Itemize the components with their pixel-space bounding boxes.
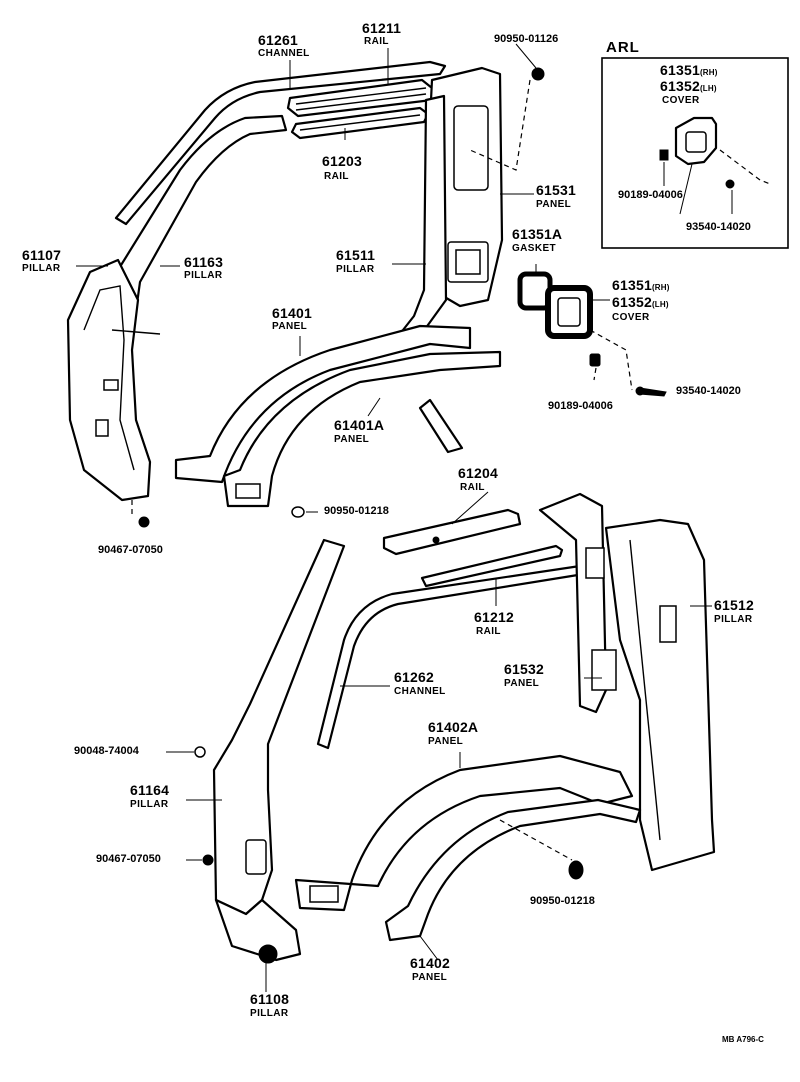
label-61212-number: 61212 bbox=[474, 609, 514, 625]
label-93540-14020-upper: 93540-14020 bbox=[676, 385, 741, 397]
label-61108-name: PILLAR bbox=[250, 1008, 289, 1019]
plug-90189-shape bbox=[589, 353, 601, 367]
label-61511-number: 61511 bbox=[336, 247, 376, 263]
label-61163-number: 61163 bbox=[184, 254, 224, 270]
label-61211-number: 61211 bbox=[362, 20, 402, 36]
label-90467-07050-lower: 90467-07050 bbox=[96, 853, 161, 865]
arl-screw-shape bbox=[725, 179, 735, 189]
label-61531-number: 61531 bbox=[536, 182, 576, 198]
label-61107-name: PILLAR bbox=[22, 263, 61, 274]
label-cover-lh-number: 61352(LH) bbox=[612, 294, 669, 310]
label-61401a-name: PANEL bbox=[334, 434, 370, 445]
label-61203-number: 61203 bbox=[322, 153, 362, 169]
label-61261-number: 61261 bbox=[258, 32, 298, 48]
pillar-61512-shape bbox=[604, 518, 716, 872]
label-90467-07050-upper: 90467-07050 bbox=[98, 544, 163, 556]
label-61402a-name: PANEL bbox=[428, 736, 464, 747]
label-61402-number: 61402 bbox=[410, 955, 450, 971]
label-61261-name: CHANNEL bbox=[258, 48, 310, 59]
label-61262-number: 61262 bbox=[394, 669, 434, 685]
panel-61402-shape bbox=[384, 798, 642, 942]
label-61163-name: PILLAR bbox=[184, 270, 223, 281]
label-cover-rh-number: 61351(RH) bbox=[612, 277, 670, 293]
label-61212-name: RAIL bbox=[476, 626, 501, 637]
arl-plug-shape bbox=[659, 149, 669, 161]
clip-90950-01126-shape bbox=[531, 67, 545, 81]
arl-screw-label: 93540-14020 bbox=[686, 221, 751, 233]
label-61211-name: RAIL bbox=[364, 36, 389, 47]
label-90950-01218-upper: 90950-01218 bbox=[324, 505, 389, 517]
label-61107-number: 61107 bbox=[22, 247, 62, 263]
label-61401a-number: 61401A bbox=[334, 417, 385, 433]
arl-cover-rh-number: 61351(RH) bbox=[660, 62, 718, 78]
label-90048-74004: 90048-74004 bbox=[74, 745, 139, 757]
label-61164-name: PILLAR bbox=[130, 799, 169, 810]
label-61351a-name: GASKET bbox=[512, 243, 557, 254]
clip-90467-upper-shape bbox=[138, 516, 150, 528]
figure-reference-code: MB A796-C bbox=[722, 1035, 764, 1044]
label-61108-number: 61108 bbox=[250, 991, 290, 1007]
clip-90467-lower-shape bbox=[202, 854, 214, 866]
panel-61401-shape bbox=[174, 324, 472, 484]
label-90950-01126: 90950-01126 bbox=[494, 33, 559, 45]
label-61402a-number: 61402A bbox=[428, 719, 479, 735]
label-61532-name: PANEL bbox=[504, 678, 540, 689]
pillar-61511-shape bbox=[390, 94, 448, 352]
pillar-61108-shape bbox=[214, 898, 302, 962]
label-61204-number: 61204 bbox=[458, 465, 498, 481]
assembly-lines bbox=[131, 79, 771, 861]
label-61401-number: 61401 bbox=[272, 305, 312, 321]
label-61204-name: RAIL bbox=[460, 482, 485, 493]
label-61512-number: 61512 bbox=[714, 597, 754, 613]
label-61512-name: PILLAR bbox=[714, 614, 753, 625]
label-61531-name: PANEL bbox=[536, 199, 572, 210]
label-61532-number: 61532 bbox=[504, 661, 544, 677]
leader-lines bbox=[76, 43, 733, 992]
label-61262-name: CHANNEL bbox=[394, 686, 446, 697]
plug-90950-01218-upper-shape bbox=[291, 506, 305, 518]
plug-90950-01218-lower-shape bbox=[568, 860, 584, 880]
rail-61212-shape bbox=[420, 544, 564, 588]
arl-plug-label: 90189-04006 bbox=[618, 189, 683, 201]
arl-inset-box bbox=[601, 57, 789, 249]
label-61511-name: PILLAR bbox=[336, 264, 375, 275]
channel-61261-shape bbox=[114, 60, 447, 226]
rail-61204-shape bbox=[382, 508, 522, 556]
label-61351a-number: 61351A bbox=[512, 226, 563, 242]
arl-cover-lh-number: 61352(LH) bbox=[660, 78, 717, 94]
label-61401-name: PANEL bbox=[272, 321, 308, 332]
label-61203-name: RAIL bbox=[324, 171, 349, 182]
label-61402-name: PANEL bbox=[412, 972, 448, 983]
label-90950-01218-lower: 90950-01218 bbox=[530, 895, 595, 907]
arl-header: ARL bbox=[606, 39, 640, 56]
arl-cover-name: COVER bbox=[662, 95, 700, 106]
label-cover-name: COVER bbox=[612, 312, 650, 323]
label-90189-04006-upper: 90189-04006 bbox=[548, 400, 613, 412]
clip-90048-shape bbox=[194, 746, 206, 758]
label-61164-number: 61164 bbox=[130, 782, 170, 798]
panel-61402a-shape bbox=[294, 754, 634, 912]
